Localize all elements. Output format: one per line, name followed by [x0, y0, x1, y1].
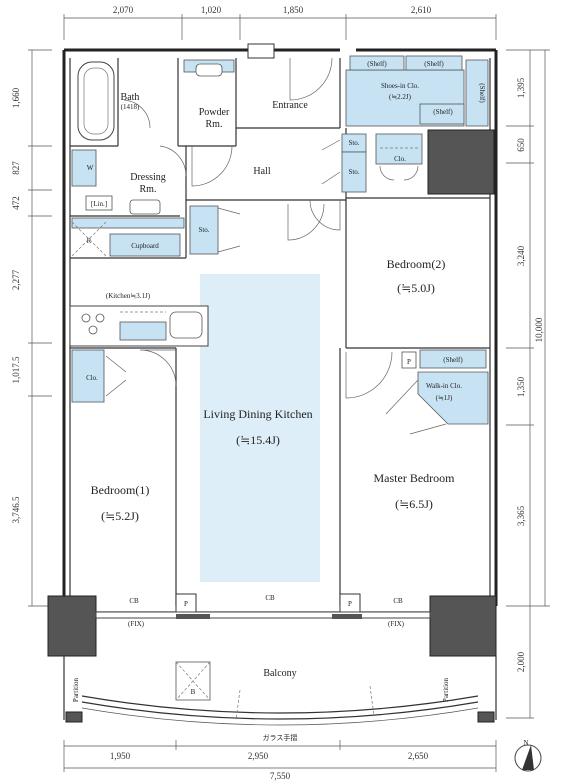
cupboard-label: Cupboard [131, 242, 159, 250]
walkin-closet-size: (≒1J) [436, 394, 453, 402]
dim-right-5: 3,365 [516, 505, 526, 526]
refrigerator-label: R [87, 237, 92, 245]
master-bedroom-size: (≒6.5J) [395, 497, 433, 511]
b-label: B [191, 688, 196, 696]
bedroom1-label: Bedroom(1) [91, 483, 150, 497]
pipe-space-label-1: P [407, 358, 411, 366]
structural-column-ne [427, 129, 495, 195]
dim-right-6: 2,000 [516, 651, 526, 672]
dim-left-5: 1,017.5 [11, 356, 21, 384]
dim-left-3: 472 [11, 196, 21, 210]
dim-bottom-1: 1,950 [110, 751, 131, 761]
ldk-floor-area [200, 274, 320, 582]
shelf-label-4: (Shelf) [478, 83, 486, 103]
bath-label: Bath [121, 92, 140, 103]
cb-label-1: CB [129, 597, 139, 605]
dim-top-2: 1,020 [201, 5, 222, 15]
bedroom-1: Clo. Bedroom(1) (≒5.2J) [71, 349, 177, 523]
hall-storage: Sto. Sto. Clo. [321, 129, 495, 195]
washer-label: W [87, 164, 94, 172]
bath-size: (1418) [121, 103, 140, 111]
compass-north-label: N [523, 739, 528, 747]
bedroom2-size: (≒5.0J) [397, 281, 435, 295]
storage-label-1: Sto. [348, 139, 359, 147]
dim-bottom-total: 7,550 [270, 771, 291, 781]
master-bedroom: P (Shelf) Walk-in Clo. (≒1J) Master Bedr… [345, 349, 489, 511]
bedroom-2: Bedroom(2) (≒5.0J) [387, 257, 446, 295]
dim-right-total: 10,000 [534, 317, 544, 342]
bath-room: Bath (1418) [77, 61, 151, 141]
storage-label-2: Sto. [348, 168, 359, 176]
interior-walls [70, 58, 490, 606]
hall-label: Hall [253, 166, 270, 177]
cb-label-3: CB [393, 597, 403, 605]
dim-left-1: 1,660 [11, 87, 21, 108]
dim-right-2: 650 [516, 138, 526, 152]
dim-right-3: 3,240 [516, 245, 526, 266]
powder-label-2: Rm. [206, 119, 223, 130]
walkin-closet-label: Walk-in Clo. [426, 382, 462, 390]
kitchen: (Kitchen≒3.1J) [69, 292, 209, 347]
dimensions-right: 1,395 650 3,240 1,350 3,365 2,000 10,000 [506, 49, 550, 719]
dim-bottom-3: 2,650 [408, 751, 429, 761]
hall: Hall [191, 145, 341, 241]
shelf-label-2: (Shelf) [424, 60, 444, 68]
dim-top-1: 2,070 [113, 5, 134, 15]
south-facade: P P CB CB CB (FIX) (FIX) [47, 593, 497, 657]
dim-left-2: 827 [11, 161, 21, 175]
dim-left-6: 3,746.5 [11, 496, 21, 524]
linen-label: [Lin.] [91, 200, 107, 208]
shoes-in-closet: (Shelf) (Shelf) (Shelf) (Shelf) Shoes-in… [345, 55, 489, 127]
compass-icon: N [514, 739, 542, 772]
closet-label-bedroom1: Clo. [86, 374, 98, 382]
powder-room: Powder Rm. [183, 59, 235, 130]
dimensions-bottom: 1,950 2,950 2,650 7,550 [63, 740, 497, 781]
structural-column-se [429, 595, 497, 657]
dim-top-4: 2,610 [411, 5, 432, 15]
powder-label: Powder [199, 107, 230, 118]
shoes-in-closet-size: (≒2.2J) [389, 93, 412, 101]
shelf-label-1: (Shelf) [367, 60, 387, 68]
bedroom1-size: (≒5.2J) [101, 509, 139, 523]
dim-right-1: 1,395 [516, 77, 526, 98]
shoes-in-closet-label: Shoes-in Clo. [381, 82, 419, 90]
cb-label-2: CB [265, 594, 275, 602]
partition-label-1: Partition [72, 677, 80, 702]
dim-bottom-2: 2,950 [248, 751, 269, 761]
entrance-label: Entrance [272, 100, 308, 111]
glass-railing-label: ガラス手摺 [263, 733, 298, 742]
dim-left-4: 2,277 [11, 269, 21, 290]
structural-column-sw [47, 595, 97, 657]
entrance: Entrance [272, 57, 333, 111]
ldk-size: (≒15.4J) [236, 433, 280, 447]
dimensions-left: 1,660 827 472 2,277 1,017.5 3,746.5 [11, 49, 52, 607]
master-bedroom-label: Master Bedroom [374, 471, 456, 485]
storage-label-3: Sto. [198, 226, 209, 234]
shelf-label-5: (Shelf) [443, 356, 463, 364]
dressing-label: Dressing [130, 172, 166, 183]
dim-top-3: 1,850 [283, 5, 304, 15]
kitchen-label: (Kitchen≒3.1J) [106, 292, 151, 300]
ldk-label: Living Dining Kitchen [203, 407, 312, 421]
kitchen-storage: R Cupboard Sto. [71, 205, 241, 257]
shelf-label-3: (Shelf) [433, 108, 453, 116]
dimensions-top: 2,070 1,020 1,850 2,610 [63, 5, 497, 40]
balcony: B Balcony Partition Partition ガラス手摺 [63, 656, 497, 742]
partition-label-2: Partition [442, 677, 450, 702]
bedroom2-label: Bedroom(2) [387, 257, 446, 271]
fix-window-label-2: (FIX) [388, 620, 405, 628]
closet-label-bedroom2: Clo. [394, 155, 406, 163]
dressing-room: W Dressing Rm. [Lin.] [71, 145, 187, 215]
pipe-space-label-3: P [348, 600, 352, 608]
dim-right-4: 1,350 [516, 376, 526, 397]
fix-window-label-1: (FIX) [128, 620, 145, 628]
dressing-label-2: Rm. [140, 184, 157, 195]
pipe-space-label-2: P [184, 600, 188, 608]
balcony-label: Balcony [263, 668, 296, 679]
